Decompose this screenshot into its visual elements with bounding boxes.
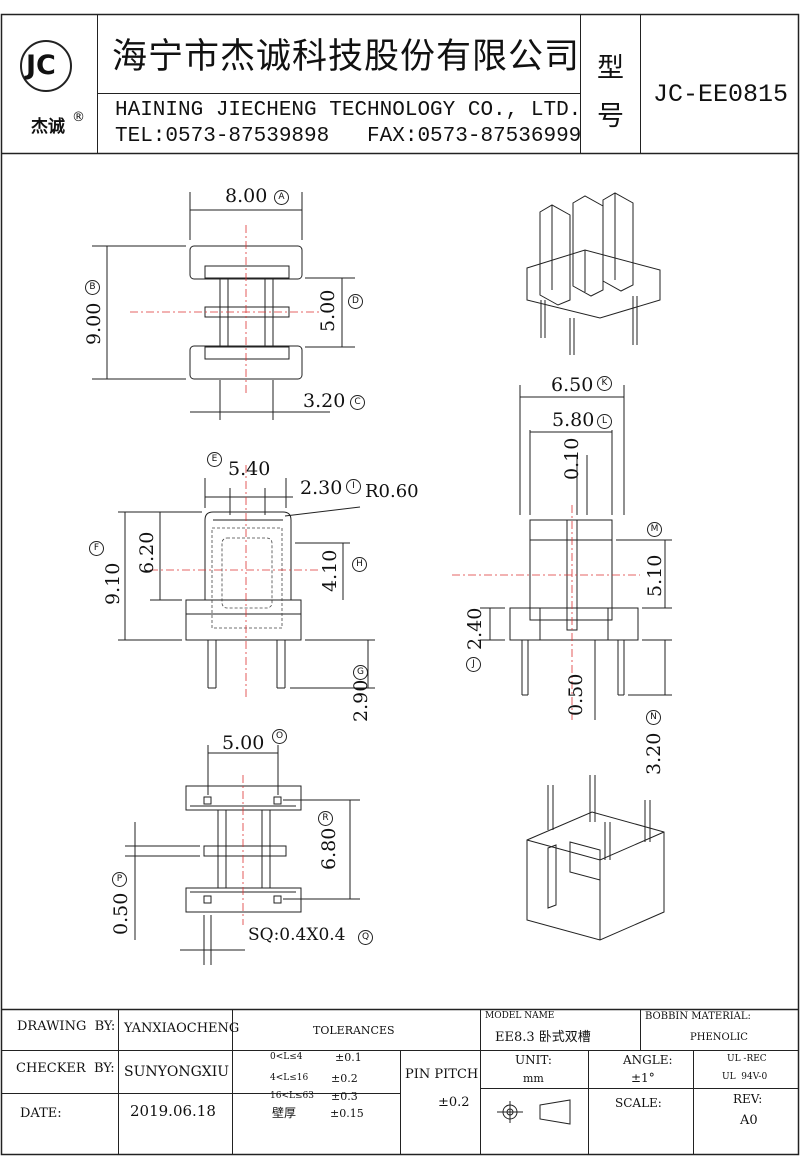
tol-value-2: ±0.2 [331, 1072, 358, 1085]
dim-i-tag: I [346, 475, 361, 494]
dim-j-tag: J [466, 653, 481, 672]
dim-g-value: 2.90 [350, 679, 372, 722]
dim-j-value: 2.40 [464, 607, 486, 650]
drawing-by-label: DRAWING BY: [17, 1019, 116, 1034]
tol-range-2: 4<L≤16 [270, 1073, 309, 1083]
dim-i-value: 2.30 [300, 477, 343, 499]
logo-text: JC [26, 50, 56, 81]
logo-subtitle: 杰诚 [31, 117, 65, 137]
scale-label: SCALE: [615, 1096, 662, 1110]
tol-value-4: ±0.15 [330, 1107, 364, 1120]
checker-by-label: CHECKER BY: [16, 1061, 115, 1076]
dim-p-value: 0.50 [110, 892, 132, 935]
dim-k-value: 6.50 [551, 374, 594, 396]
company-name-en: HAINING JIECHENG TECHNOLOGY CO., LTD. [115, 99, 582, 122]
bobbin-material-label: BOBBIN MATERIAL: [645, 1011, 751, 1022]
dim-r-tag: R [318, 807, 333, 826]
dim-k-tag: K [597, 372, 612, 391]
dim-h-tag: H [352, 553, 367, 572]
tol-value-3: ±0.3 [331, 1090, 358, 1103]
dim-o-tag: O [272, 725, 287, 744]
dim-n-value: 3.20 [643, 732, 665, 775]
dim-o-value: 5.00 [222, 732, 265, 754]
dim-h-value: 4.10 [319, 549, 341, 592]
pin-pitch-label: PIN PITCH [405, 1067, 479, 1082]
dim-q-tag: Q [358, 926, 373, 945]
unit-value: mm [523, 1072, 544, 1085]
unit-label: UNIT: [515, 1053, 552, 1067]
dim-n2-value: 0.50 [565, 673, 587, 716]
date-value: 2019.06.18 [130, 1102, 216, 1120]
dim-a-tag: A [274, 186, 289, 205]
tolerances-label: TOLERANCES [313, 1024, 395, 1037]
checker-by-value: SUNYONGXIU [124, 1064, 230, 1080]
dim-c-value: 3.20 [303, 390, 346, 412]
dim-f-tag: F [89, 537, 104, 556]
radius-label: R0.60 [365, 481, 419, 502]
dim-e-value: 5.40 [228, 458, 271, 480]
company-contact: TEL:0573-87539898 FAX:0573-87536999 [115, 125, 582, 148]
dim-b-tag: B [85, 276, 100, 295]
dim-l-tag: L [597, 410, 612, 429]
bobbin-material-value: PHENOLIC [690, 1032, 748, 1043]
dim-p-tag: P [112, 868, 127, 887]
dim-f-value: 9.10 [102, 562, 124, 605]
model-number: JC-EE0815 [653, 80, 789, 109]
dim-g-tag: G [353, 661, 368, 680]
tol-range-3: 16<L≤63 [270, 1091, 314, 1101]
pin-pitch-value: ±0.2 [438, 1095, 470, 1110]
tol-range-4: 壁厚 [272, 1106, 297, 1120]
tol-range-1: 0<L≤4 [270, 1052, 303, 1062]
dim-m-tag: M [647, 518, 662, 537]
dim-d-value: 5.00 [317, 289, 339, 332]
company-name-cn: 海宁市杰诚科技股份有限公司 [112, 37, 581, 77]
dim-n-tag: N [646, 706, 661, 725]
dim-r-value: 6.80 [318, 827, 340, 870]
dim-e-tag: E [207, 448, 222, 467]
rev-label: REV: [733, 1092, 763, 1106]
tol-value-1: ±0.1 [335, 1051, 362, 1064]
dim-a-value: 8.00 [225, 185, 268, 207]
model-name-value: EE8.3 卧式双槽 [495, 1030, 591, 1045]
dim-b-value: 9.00 [83, 302, 105, 345]
dim-f2-value: 6.20 [136, 531, 158, 574]
dim-d-tag: D [348, 290, 363, 309]
ul-rec: UL -REC [727, 1054, 767, 1064]
ul-94v0: UL 94V-0 [722, 1072, 768, 1082]
dim-l2-value: 0.10 [561, 437, 583, 480]
rev-value: A0 [740, 1113, 758, 1128]
registered-mark: ® [72, 110, 85, 125]
model-label-bottom: 号 [597, 101, 624, 132]
model-name-label: MODEL NAME [485, 1011, 555, 1021]
dim-q-value: SQ:0.4X0.4 [248, 925, 346, 945]
dim-l-value: 5.80 [552, 409, 595, 431]
dim-m-value: 5.10 [644, 554, 666, 597]
angle-value: ±1° [631, 1071, 655, 1085]
angle-label: ANGLE: [623, 1053, 673, 1067]
drawing-by-value: YANXIAOCHENG [124, 1021, 240, 1036]
model-label-top: 型 [597, 53, 624, 84]
dim-c-tag: C [350, 391, 365, 410]
date-label: DATE: [20, 1106, 62, 1121]
